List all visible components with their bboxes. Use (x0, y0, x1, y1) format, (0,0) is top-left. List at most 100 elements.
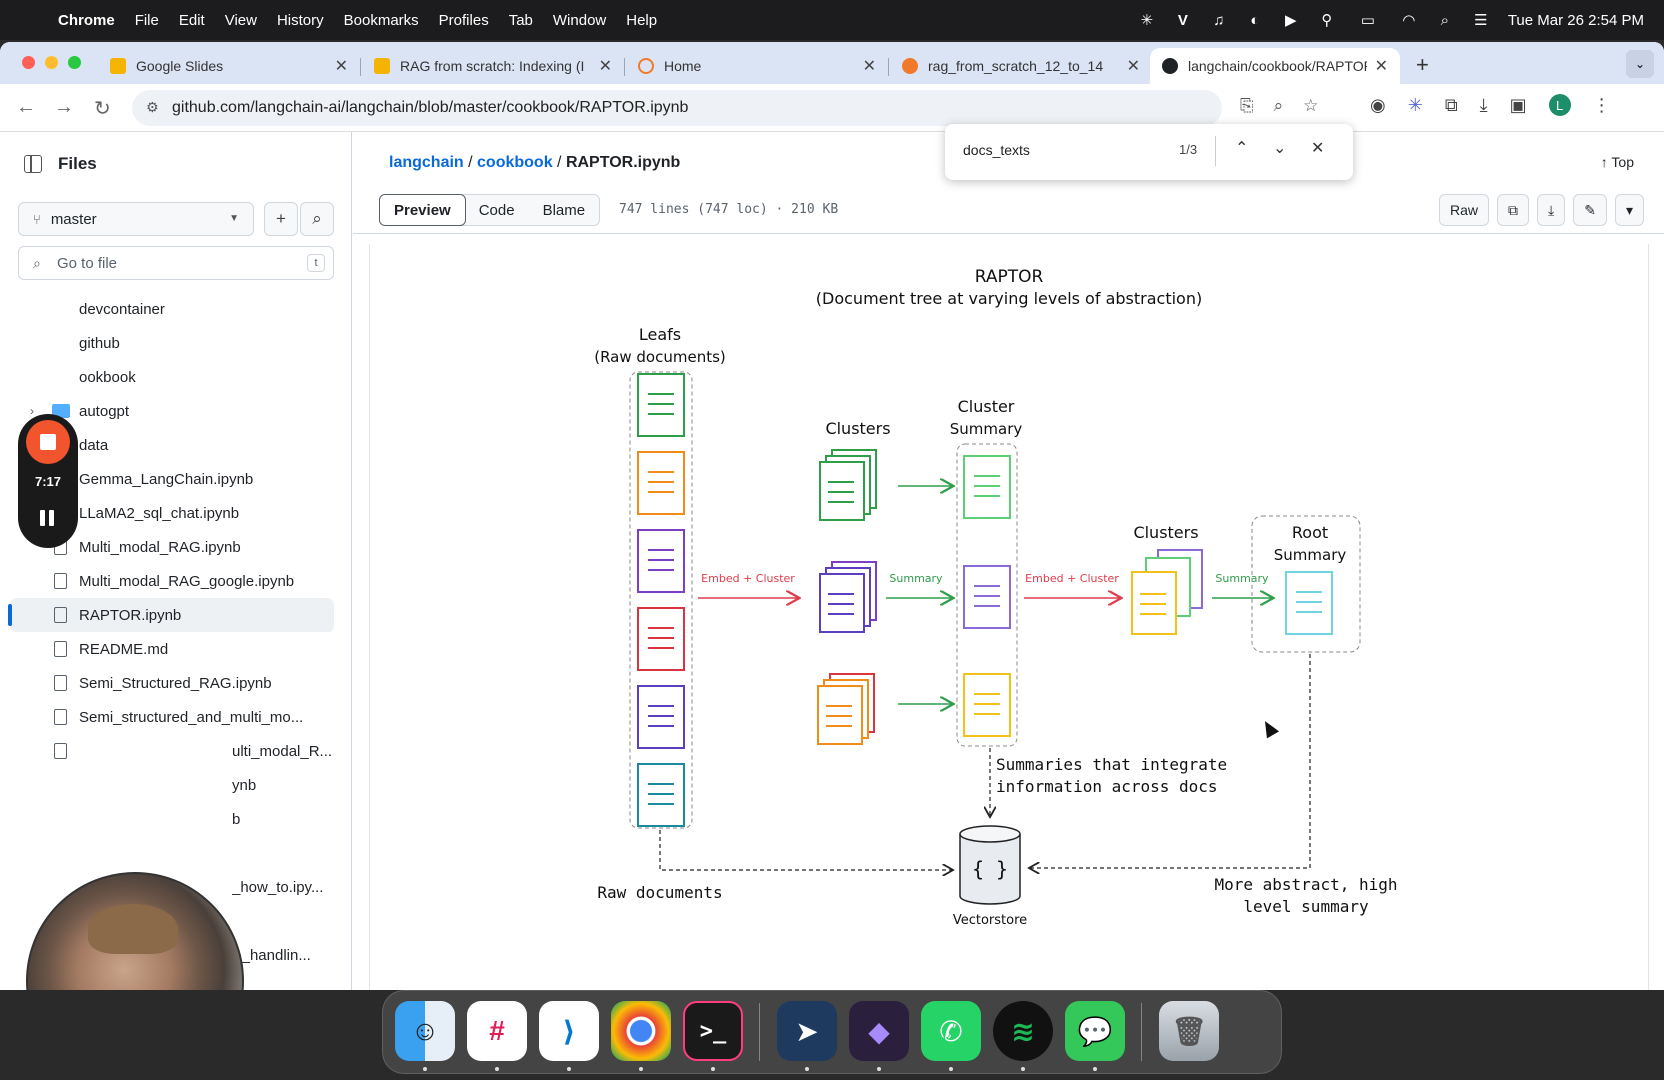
tab-rag-from-scratch[interactable]: rag_from_scratch_12_to_14 ✕ (890, 48, 1152, 84)
top-button[interactable]: ↑ Top (1601, 154, 1634, 170)
perplexity-icon[interactable]: ✳ (1140, 12, 1154, 29)
menu-help[interactable]: Help (626, 11, 658, 29)
close-find-icon[interactable]: ✕ (1311, 140, 1325, 157)
breadcrumb: langchain / cookbook / RAPTOR.ipynb (389, 154, 680, 172)
v-app-icon[interactable]: V (1177, 11, 1188, 29)
airpods-icon[interactable]: ⚲ (1321, 12, 1333, 29)
tree-item[interactable]: Semi_Structured_RAG.ipynb (0, 666, 340, 700)
find-in-page-icon[interactable]: ⌕ (1273, 96, 1284, 115)
tab-home[interactable]: Home ✕ (626, 48, 888, 84)
forward-arrow-icon[interactable]: → (54, 96, 74, 118)
tree-item[interactable]: devcontainer (0, 292, 340, 326)
tree-item[interactable]: Semi_structured_and_multi_mo... (0, 700, 340, 734)
terminal-icon[interactable]: >_ (683, 1001, 743, 1061)
vscode-icon[interactable]: ⟩ (539, 1001, 599, 1061)
close-tab-icon[interactable]: ✕ (1374, 58, 1388, 75)
tree-item[interactable]: ulti_modal_R... (0, 734, 340, 768)
profile-avatar[interactable]: L (1548, 94, 1571, 116)
install-app-icon[interactable]: ⎘ (1240, 96, 1254, 115)
extensions-puzzle-icon[interactable]: ⧉ (1444, 94, 1458, 115)
collapse-panel-icon[interactable] (24, 155, 42, 173)
menu-tab[interactable]: Tab (508, 11, 533, 29)
find-next-icon[interactable]: ⌄ (1273, 140, 1287, 157)
stop-recording-button[interactable] (26, 420, 70, 464)
tab-google-slides[interactable]: Google Slides ✕ (98, 48, 360, 84)
tree-item[interactable]: b (0, 802, 340, 836)
slack-icon[interactable]: # (467, 1001, 527, 1061)
tree-item[interactable]: ookbook (0, 360, 340, 394)
tree-item[interactable]: github (0, 326, 340, 360)
breadcrumb-repo-link[interactable]: langchain (389, 154, 464, 171)
chrome-menu-icon[interactable]: ⋮ (1592, 94, 1611, 115)
tree-item-selected[interactable]: RAPTOR.ipynb (8, 598, 334, 632)
back-arrow-icon[interactable]: ← (16, 96, 36, 118)
close-tab-icon[interactable]: ✕ (862, 58, 876, 75)
tree-item[interactable]: README.md (0, 632, 340, 666)
chevron-right-icon[interactable]: › (30, 404, 34, 418)
close-tab-icon[interactable]: ✕ (1126, 58, 1140, 75)
chrome-window: Google Slides ✕ RAG from scratch: Indexi… (0, 42, 1664, 990)
menu-bookmarks[interactable]: Bookmarks (343, 11, 419, 29)
tab-preview[interactable]: Preview (379, 194, 466, 226)
clock[interactable]: Tue Mar 26 2:54 PM (1507, 11, 1644, 29)
menu-app-name[interactable]: Chrome (58, 11, 115, 29)
play-circle-icon[interactable]: ▶ (1285, 12, 1297, 29)
tab-raptor-github[interactable]: langchain/cookbook/RAPTOR ✕ (1150, 48, 1400, 84)
trash-icon[interactable]: 🗑 (1159, 1001, 1219, 1061)
obsidian-icon[interactable]: ◆ (849, 1001, 909, 1061)
side-panel-icon[interactable]: ▣ (1509, 94, 1527, 115)
wifi-icon[interactable]: ◠ (1402, 12, 1416, 29)
minimize-window-button[interactable] (45, 56, 58, 69)
control-center-icon[interactable]: ☰ (1474, 12, 1488, 29)
tab-blame[interactable]: Blame (542, 201, 586, 219)
close-window-button[interactable] (22, 56, 35, 69)
tab-search-chevron-icon[interactable]: ⌄ (1626, 50, 1654, 78)
podcast-icon[interactable]: ♫ (1213, 11, 1225, 29)
spotify-icon[interactable]: ≋ (993, 1001, 1053, 1061)
battery-icon[interactable]: ▭ (1360, 12, 1375, 29)
tree-item[interactable]: ynb (0, 768, 340, 802)
find-previous-icon[interactable]: ⌃ (1235, 140, 1249, 157)
telegram-icon[interactable]: ➤ (777, 1001, 837, 1061)
copy-icon[interactable]: ⧉ (1497, 194, 1530, 226)
zoom-window-button[interactable] (68, 56, 81, 69)
tree-item[interactable]: _how_to.ipy... (0, 870, 340, 904)
tree-item-label: _how_to.ipy... (232, 878, 324, 896)
menu-window[interactable]: Window (552, 11, 607, 29)
focus-icon[interactable]: ◐ (1250, 11, 1260, 29)
close-tab-icon[interactable]: ✕ (598, 58, 612, 75)
search-files-button[interactable]: ⌕ (300, 202, 334, 236)
spotlight-search-icon[interactable]: ⌕ (1440, 11, 1450, 29)
extension-shield-icon[interactable]: ◉ (1370, 94, 1386, 115)
finder-icon[interactable]: ☺ (395, 1001, 455, 1061)
address-bar[interactable]: ⚙ github.com/langchain-ai/langchain/blob… (132, 90, 1222, 126)
branch-selector[interactable]: ⑂ master ▼ (18, 202, 254, 236)
tree-item[interactable]: Multi_modal_RAG_google.ipynb (0, 564, 340, 598)
new-tab-button[interactable]: + (1416, 52, 1429, 77)
pause-icon[interactable] (40, 510, 56, 528)
more-chevron-down-icon[interactable]: ▾ (1614, 194, 1644, 226)
whatsapp-icon[interactable]: ✆ (921, 1001, 981, 1061)
downloads-icon[interactable]: ⤓ (1479, 94, 1488, 115)
find-input[interactable]: docs_texts (963, 142, 1030, 158)
site-settings-icon[interactable]: ⚙ (146, 99, 159, 115)
menu-edit[interactable]: Edit (178, 11, 205, 29)
go-to-file-input[interactable]: ⌕ Go to file t (18, 246, 334, 280)
reload-icon[interactable]: ↻ (94, 98, 111, 120)
download-icon[interactable]: ⤓ (1537, 194, 1566, 226)
bookmark-star-icon[interactable]: ☆ (1303, 96, 1319, 115)
close-tab-icon[interactable]: ✕ (334, 58, 348, 75)
menu-view[interactable]: View (224, 11, 257, 29)
menu-file[interactable]: File (134, 11, 159, 29)
menu-history[interactable]: History (276, 11, 324, 29)
add-file-button[interactable]: + (264, 202, 298, 236)
extension-spark-icon[interactable]: ✳ (1407, 94, 1423, 115)
breadcrumb-folder-link[interactable]: cookbook (477, 154, 553, 171)
menu-profiles[interactable]: Profiles (438, 11, 489, 29)
chrome-icon[interactable] (611, 1001, 671, 1061)
raw-button[interactable]: Raw (1439, 194, 1490, 226)
tab-rag-indexing[interactable]: RAG from scratch: Indexing (I ✕ (362, 48, 624, 84)
edit-pencil-icon[interactable]: ✎ (1573, 194, 1607, 226)
messages-icon[interactable]: 💬 (1065, 1001, 1125, 1061)
tab-code[interactable]: Code (478, 201, 515, 219)
